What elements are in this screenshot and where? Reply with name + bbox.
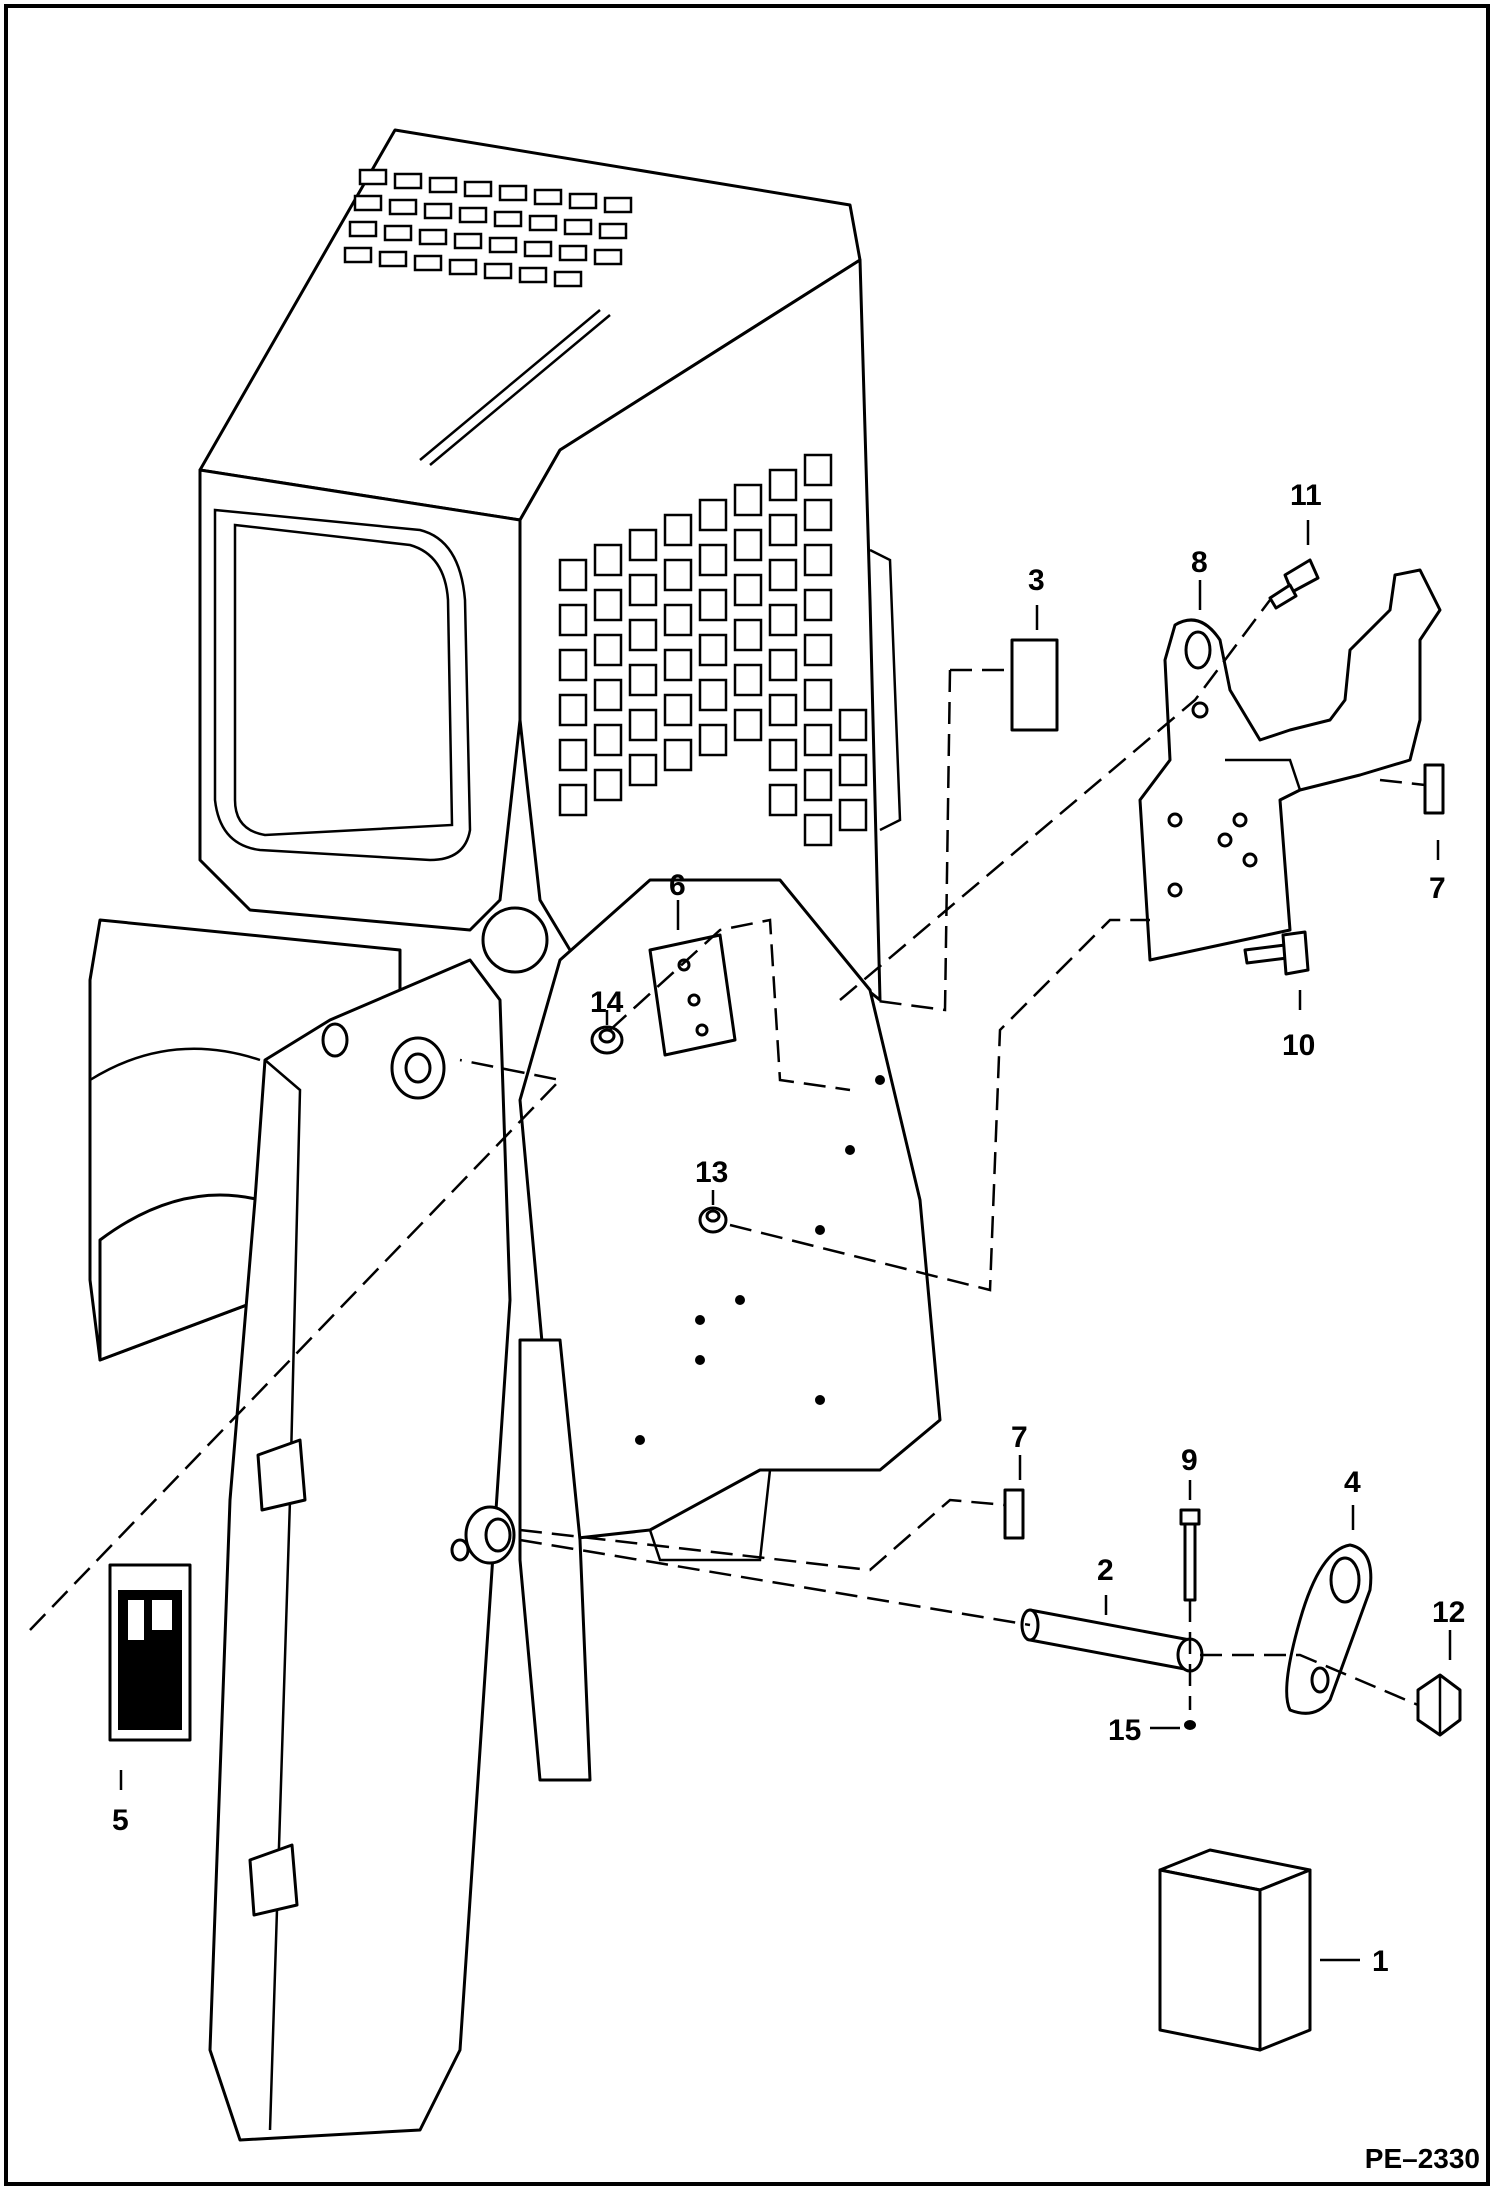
part-bolt-11 xyxy=(1268,558,1320,610)
callout-12: 12 xyxy=(1432,1596,1465,1629)
callout-7-upper: 7 xyxy=(1429,872,1446,905)
callout-6: 6 xyxy=(669,869,686,902)
part-flange-nut-14 xyxy=(590,1025,624,1055)
part-pivot-pin xyxy=(1020,1608,1204,1673)
part-warning-decal xyxy=(108,1563,192,1742)
part-decal-upper xyxy=(1423,763,1445,815)
callout-2: 2 xyxy=(1097,1554,1114,1587)
callout-leaders xyxy=(119,520,1452,1962)
callout-4: 4 xyxy=(1344,1466,1361,1499)
callout-7-lower: 7 xyxy=(1011,1421,1028,1454)
part-decal-lower xyxy=(1003,1488,1025,1540)
drawing-reference-number: PE–2330 xyxy=(1365,2143,1480,2174)
callout-9: 9 xyxy=(1181,1444,1198,1477)
part-decal-square xyxy=(1010,638,1059,732)
cab-body xyxy=(198,128,902,1002)
callout-3: 3 xyxy=(1028,564,1045,597)
part-castle-nut xyxy=(1416,1673,1462,1737)
roof-vent-grille xyxy=(343,168,633,288)
assembly-leader-lines xyxy=(29,599,1426,1710)
lift-arm-tower xyxy=(208,958,512,2142)
callout-11: 11 xyxy=(1290,479,1322,512)
part-kit-box xyxy=(1158,1848,1312,2052)
side-mounting-panel xyxy=(450,878,942,1782)
part-bolt-10 xyxy=(1243,930,1310,976)
callout-8: 8 xyxy=(1191,546,1208,579)
front-screen-grille xyxy=(558,453,868,847)
callout-14: 14 xyxy=(590,986,624,1019)
callout-10: 10 xyxy=(1282,1029,1315,1062)
part-hitch-bracket xyxy=(1138,568,1442,962)
part-tow-link xyxy=(1285,1543,1373,1715)
callout-15: 15 xyxy=(1108,1714,1141,1747)
part-flange-nut-13 xyxy=(698,1206,728,1234)
callout-1: 1 xyxy=(1372,1945,1389,1978)
part-mounting-plate xyxy=(648,933,737,1057)
callout-5: 5 xyxy=(112,1804,129,1837)
callout-13: 13 xyxy=(695,1156,728,1189)
callout-labels: 1 2 3 4 5 6 7 7 8 9 10 11 12 13 14 15 xyxy=(112,479,1465,1978)
